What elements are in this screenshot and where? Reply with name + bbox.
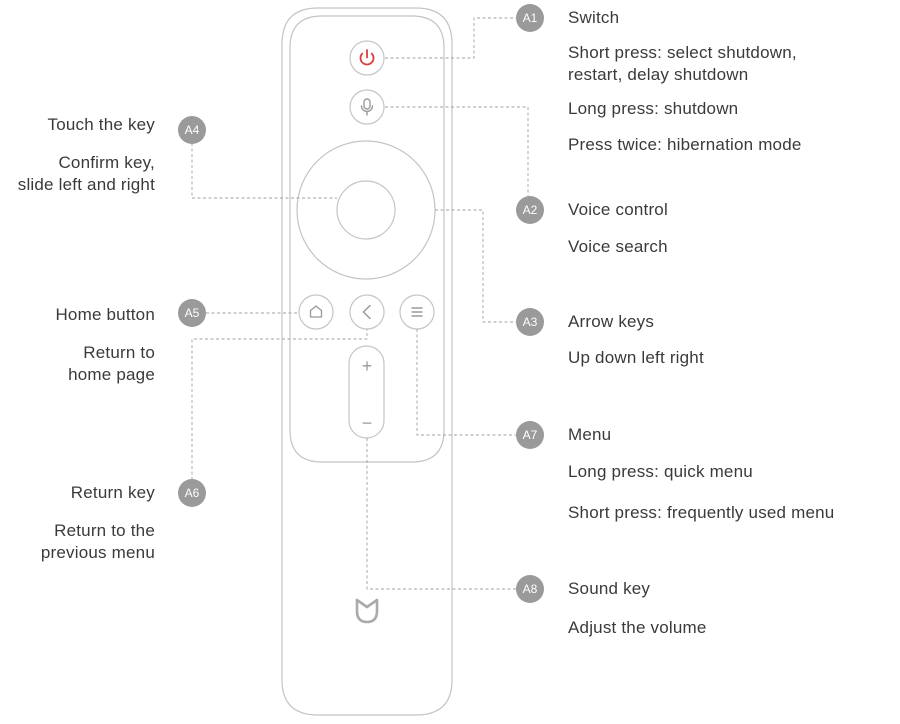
a6-line-1: Return to the xyxy=(54,521,155,540)
leader-a7 xyxy=(416,329,516,436)
menu-icon xyxy=(411,307,423,317)
remote-outline xyxy=(281,7,453,716)
power-button[interactable] xyxy=(349,40,385,76)
leader-a8 xyxy=(366,438,516,590)
a6-title: Return key xyxy=(70,483,155,502)
back-button[interactable] xyxy=(349,294,385,330)
a2-title: Voice control xyxy=(568,200,668,219)
leader-a2 xyxy=(385,106,529,196)
power-icon xyxy=(359,49,375,66)
a2-line-1: Voice search xyxy=(568,237,668,256)
menu-button[interactable] xyxy=(399,294,435,330)
a4-line-1: Confirm key, xyxy=(58,153,155,172)
touch-confirm-key[interactable] xyxy=(336,180,396,240)
a1-line-2: restart, delay shutdown xyxy=(568,65,749,84)
badge-a3: A3 xyxy=(516,308,544,336)
badge-a8: A8 xyxy=(516,575,544,603)
volume-minus-label[interactable]: − xyxy=(362,413,373,433)
leader-a4 xyxy=(191,143,337,199)
a8-line-1: Adjust the volume xyxy=(568,618,707,637)
home-icon xyxy=(309,305,323,318)
a7-title: Menu xyxy=(568,425,612,444)
leader-a1 xyxy=(385,17,516,59)
a8-title: Sound key xyxy=(568,579,651,598)
leader-a3 xyxy=(435,209,516,323)
badge-a1: A1 xyxy=(516,4,544,32)
badge-a5: A5 xyxy=(178,299,206,327)
leader-lines xyxy=(191,17,529,590)
remote-top-panel xyxy=(289,15,445,463)
a3-line-1: Up down left right xyxy=(568,348,704,367)
a7-line-1: Long press: quick menu xyxy=(568,462,753,481)
a7-line-2: Short press: frequently used menu xyxy=(568,503,835,522)
a5-line-1: Return to xyxy=(83,343,155,362)
a1-line-4: Press twice: hibernation mode xyxy=(568,135,802,154)
leader-a6 xyxy=(191,329,368,480)
voice-button[interactable] xyxy=(349,89,385,125)
badge-a4: A4 xyxy=(178,116,206,144)
a5-title: Home button xyxy=(55,305,155,324)
badge-a6: A6 xyxy=(178,479,206,507)
a4-line-2: slide left and right xyxy=(17,175,155,194)
badge-a2: A2 xyxy=(516,196,544,224)
a5-line-2: home page xyxy=(68,365,155,384)
home-button[interactable] xyxy=(298,294,334,330)
volume-rocker[interactable] xyxy=(348,345,385,439)
a3-title: Arrow keys xyxy=(568,312,655,331)
a1-line-1: Short press: select shutdown, xyxy=(568,43,797,62)
a1-line-3: Long press: shutdown xyxy=(568,99,739,118)
chevron-left-icon xyxy=(362,304,371,320)
volume-plus-label[interactable]: + xyxy=(362,356,373,376)
a6-line-2: previous menu xyxy=(40,543,155,562)
remote-body xyxy=(281,7,453,716)
a4-title: Touch the key xyxy=(47,115,155,134)
mi-logo-icon xyxy=(355,598,379,624)
a1-title: Switch xyxy=(568,8,620,27)
badge-a7: A7 xyxy=(516,421,544,449)
microphone-icon xyxy=(360,98,374,116)
